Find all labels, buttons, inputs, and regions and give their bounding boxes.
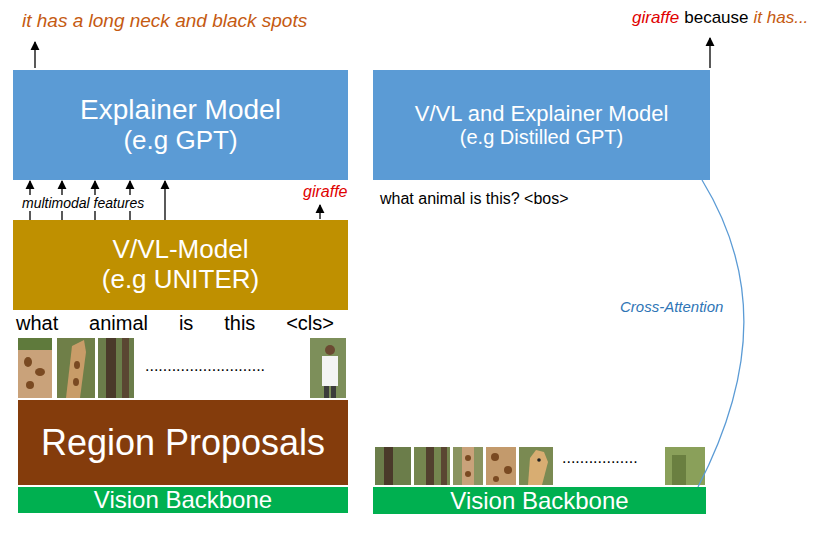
module-box: Region Proposals bbox=[18, 400, 348, 485]
output-arrow bbox=[34, 42, 35, 68]
box-title: V/VL-Model bbox=[113, 235, 249, 265]
ellipsis-dots: ........................... bbox=[145, 357, 265, 375]
output-text: because bbox=[684, 8, 748, 28]
curved-connector bbox=[698, 180, 744, 487]
answer-text: giraffe bbox=[632, 8, 679, 28]
output-arrow bbox=[709, 38, 710, 68]
answer-text: giraffe bbox=[303, 183, 347, 201]
box-title: Region Proposals bbox=[41, 422, 325, 463]
edge-label: multimodal features bbox=[20, 195, 146, 211]
box-title: Explainer Model bbox=[80, 94, 281, 126]
cross-attention-link bbox=[698, 180, 744, 487]
token-row: what animal is this <cls> bbox=[16, 312, 334, 335]
box-title: Vision Backbone bbox=[450, 487, 628, 514]
backbone-band: Vision Backbone bbox=[18, 487, 348, 513]
output-text: it has a long neck and black spots bbox=[22, 10, 307, 32]
box-title: V/VL and Explainer Model bbox=[415, 101, 669, 126]
model-box: V/VL and Explainer Model(e.g Distilled G… bbox=[373, 70, 710, 180]
box-subtitle: (e.g Distilled GPT) bbox=[460, 126, 623, 149]
image-patches bbox=[375, 447, 705, 485]
box-subtitle: (e.g UNITER) bbox=[102, 265, 259, 295]
feature-arrow bbox=[164, 181, 165, 220]
prompt-text: what animal is this? <bos> bbox=[380, 190, 569, 208]
output-arrow bbox=[319, 205, 320, 219]
box-subtitle: (e.g GPT) bbox=[123, 126, 237, 156]
model-box: V/VL-Model(e.g UNITER) bbox=[13, 220, 348, 310]
output-text: it has... bbox=[754, 8, 809, 28]
ellipsis-dots: ................. bbox=[562, 449, 638, 467]
model-box: Explainer Model(e.g GPT) bbox=[13, 70, 348, 180]
backbone-band: Vision Backbone bbox=[373, 487, 706, 514]
edge-label: Cross-Attention bbox=[618, 298, 725, 315]
box-title: Vision Backbone bbox=[94, 487, 272, 513]
image-patches bbox=[18, 338, 346, 398]
